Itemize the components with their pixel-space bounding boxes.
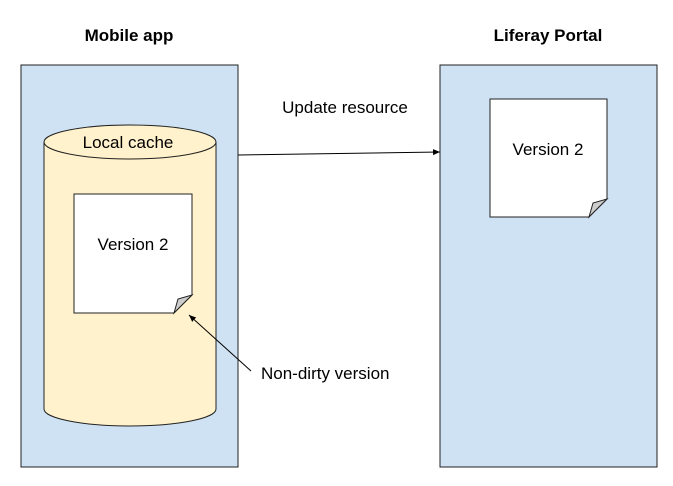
non-dirty-version-label: Non-dirty version xyxy=(261,364,390,383)
mobile-app-title: Mobile app xyxy=(85,26,174,45)
non-dirty-version-arrow xyxy=(188,314,252,372)
portal-document-icon xyxy=(489,98,609,219)
update-resource-label: Update resource xyxy=(282,98,408,117)
portal-document-fold xyxy=(587,197,609,219)
update-resource-arrow xyxy=(237,149,441,156)
portal-document-label: Version 2 xyxy=(513,140,584,159)
local-cache-label: Local cache xyxy=(83,133,174,152)
cache-document-label: Version 2 xyxy=(98,235,169,254)
cylinder-top xyxy=(43,124,217,160)
liferay-portal-title: Liferay Portal xyxy=(494,26,603,45)
cache-document-icon xyxy=(73,193,194,315)
cache-document-fold xyxy=(172,293,194,315)
